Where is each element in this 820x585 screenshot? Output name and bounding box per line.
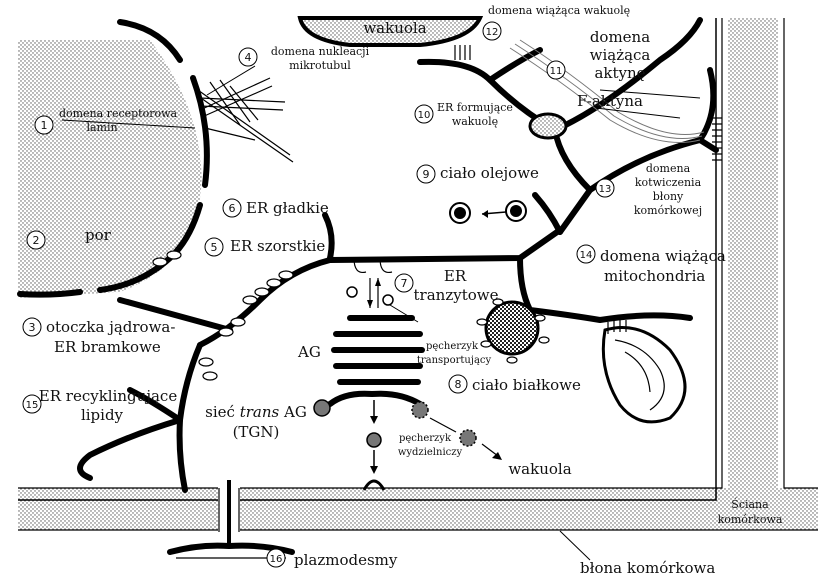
golgi-apparatus <box>331 257 425 385</box>
leader-lines <box>61 65 701 323</box>
label-er-recykl-1: ER recyklingujące <box>39 387 178 405</box>
label-wakuola-bottom: wakuola <box>508 460 571 478</box>
label-domena-nukleacji-2: mikrotubul <box>289 59 351 72</box>
marker-2: 2 <box>26 230 46 250</box>
leader-blona <box>559 530 591 561</box>
svg-text:15: 15 <box>26 400 39 411</box>
marker-7: 7 <box>394 273 414 293</box>
label-domena-wiazaca-aktyne-2: wiążąca <box>590 46 651 64</box>
marker-15: 15 <box>22 394 42 414</box>
marker-12: 12 <box>482 21 502 41</box>
marker-11: 11 <box>546 60 566 80</box>
label-er-formujace-2: wakuolę <box>452 115 498 128</box>
svg-text:8: 8 <box>455 378 462 391</box>
label-domena-kotwiczenia-3: błony <box>653 190 684 203</box>
label-er-recykl-2: lipidy <box>81 406 124 424</box>
svg-text:10: 10 <box>418 110 431 121</box>
marker-8: 8 <box>448 374 468 394</box>
label-plazmodesmy: plazmodesmy <box>294 551 398 569</box>
svg-text:13: 13 <box>599 184 612 195</box>
label-domena-kotwiczenia-1: domena <box>646 162 691 175</box>
label-por: por <box>85 226 112 244</box>
label-blona-komorkowa: błona komórkowa <box>580 559 715 577</box>
vacuole-top <box>297 16 484 60</box>
label-domena-receptorowa-1: domena receptorowa <box>59 107 178 120</box>
label-domena-wiazaca-aktyne-1: domena <box>590 28 650 46</box>
nucleus <box>17 19 210 298</box>
svg-text:7: 7 <box>401 277 408 290</box>
number-markers: 1 2 3 4 5 6 7 8 9 10 11 12 13 14 15 16 <box>22 21 615 568</box>
cell-wall <box>18 18 818 542</box>
svg-text:6: 6 <box>229 202 236 215</box>
marker-6: 6 <box>222 198 242 218</box>
label-pecherzyk-transp-2: transportujący <box>417 355 492 366</box>
svg-text:16: 16 <box>270 554 283 565</box>
label-otoczka-2: ER bramkowe <box>54 338 161 356</box>
trans-golgi-network <box>313 390 502 491</box>
label-domena-wiazaca-wakuole: domena wiążąca wakuolę <box>488 4 630 17</box>
svg-text:4: 4 <box>245 51 252 64</box>
label-domena-receptorowa-2: lamin <box>86 121 117 134</box>
label-otoczka-1: otoczka jądrowa- <box>46 318 175 336</box>
marker-1: 1 <box>34 115 54 135</box>
mitochondrion <box>601 320 687 424</box>
label-domena-nukleacji-1: domena nukleacji <box>271 45 370 58</box>
svg-text:11: 11 <box>550 66 563 77</box>
svg-text:3: 3 <box>29 321 36 334</box>
label-er-szorstkie: ER szorstkie <box>230 237 325 255</box>
marker-4: 4 <box>238 47 258 67</box>
label-er-gladkie: ER gładkie <box>246 199 329 217</box>
marker-14: 14 <box>576 244 596 264</box>
label-domena-kotwiczenia-4: komórkowej <box>634 204 702 217</box>
label-pecherzyk-wydz-1: pęcherzyk <box>399 433 452 444</box>
er-network <box>77 17 719 493</box>
label-cialo-olejowe: ciało olejowe <box>440 164 539 182</box>
microtubules <box>194 77 294 163</box>
label-domena-kotwiczenia-2: kotwiczenia <box>635 176 702 189</box>
label-siec-trans-2: (TGN) <box>233 423 280 441</box>
svg-text:14: 14 <box>580 250 593 261</box>
marker-16: 16 <box>266 548 286 568</box>
label-sciana-2: komórkowa <box>718 513 783 526</box>
label-siec-trans-1: sieć trans AG <box>205 403 307 421</box>
svg-text:5: 5 <box>211 241 218 254</box>
oil-bodies <box>449 200 527 224</box>
marker-3: 3 <box>22 317 42 337</box>
label-er-formujace-1: ER formujące <box>437 101 513 114</box>
label-wakuola-top: wakuola <box>363 19 426 37</box>
label-domena-mito-1: domena wiążąca <box>600 247 726 265</box>
actin-filaments <box>509 39 705 143</box>
marker-13: 13 <box>595 178 615 198</box>
label-domena-wiazaca-aktyne-3: aktynę <box>594 64 645 82</box>
svg-text:12: 12 <box>486 27 499 38</box>
label-sciana-1: Ściana <box>731 497 769 511</box>
anchoring-domain <box>712 117 722 161</box>
label-pecherzyk-transp-1: pęcherzyk <box>426 341 479 352</box>
label-ag: AG <box>297 343 321 361</box>
label-er-tranzytowe-1: ER <box>444 267 467 285</box>
label-er-tranzytowe-2: tranzytowe <box>414 286 499 304</box>
marker-5: 5 <box>204 237 224 257</box>
label-domena-mito-2: mitochondria <box>604 267 705 285</box>
svg-text:9: 9 <box>423 168 430 181</box>
label-cialo-bialkowe: ciało białkowe <box>472 376 581 394</box>
marker-9: 9 <box>416 164 436 184</box>
marker-10: 10 <box>414 104 434 124</box>
svg-text:1: 1 <box>41 119 48 132</box>
label-f-aktyna: F-aktyna <box>577 92 643 110</box>
svg-text:2: 2 <box>33 234 40 247</box>
protein-body <box>476 298 550 364</box>
label-pecherzyk-wydz-2: wydzielniczy <box>398 447 463 458</box>
vacuole-forming-er <box>528 112 568 140</box>
